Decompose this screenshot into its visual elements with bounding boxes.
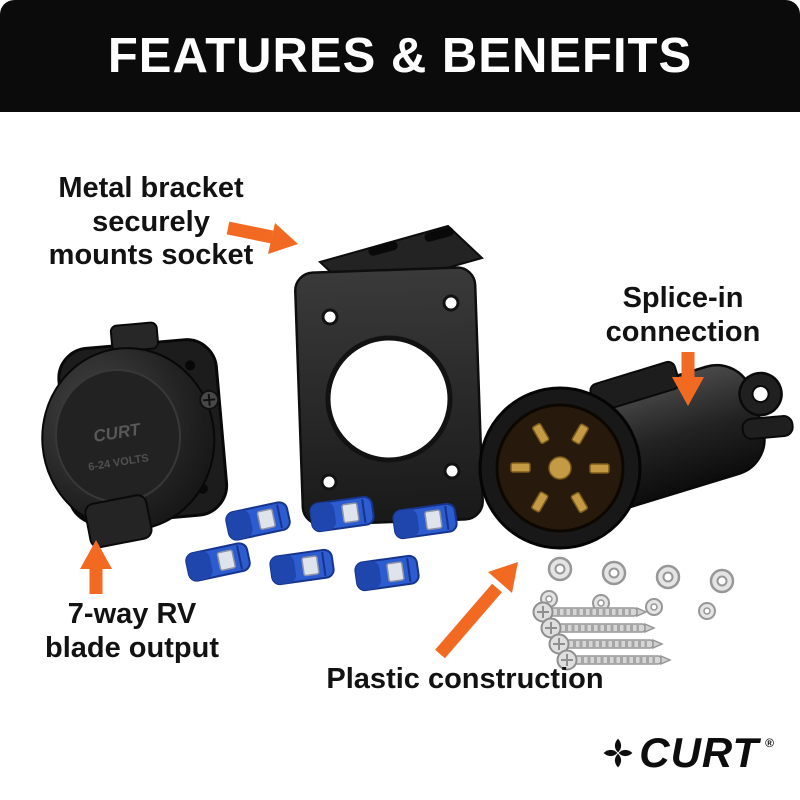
splice-connector bbox=[269, 548, 335, 586]
annotation-blade-output: 7-way RV blade output bbox=[45, 598, 219, 664]
screw bbox=[556, 649, 672, 671]
arrow-to-plug-body-icon bbox=[435, 562, 518, 659]
splice-connector bbox=[225, 501, 291, 541]
brand-name: CURT bbox=[639, 729, 760, 776]
splice-connector bbox=[309, 495, 375, 533]
washers bbox=[540, 556, 735, 620]
arrow-to-socket-icon bbox=[80, 540, 112, 594]
curt-flower-icon bbox=[603, 738, 633, 768]
bracket-large-hole bbox=[325, 335, 453, 463]
annotation-splice-in: Splice-in connection bbox=[605, 282, 761, 348]
seven-way-plug bbox=[478, 360, 794, 550]
arrow-to-plug-splice-icon bbox=[672, 352, 704, 406]
page-title: FEATURES & BENEFITS bbox=[107, 29, 693, 83]
socket-cover-tab bbox=[84, 494, 153, 549]
registered-mark: ® bbox=[765, 736, 774, 750]
brand-logo: CURT ® bbox=[603, 732, 774, 774]
screw bbox=[540, 617, 656, 639]
callout-arrows bbox=[80, 221, 704, 659]
seven-way-socket: CURT 6-24 VOLTS bbox=[41, 321, 229, 549]
arrow-to-bracket-icon bbox=[226, 221, 298, 254]
metal-mounting-bracket bbox=[294, 224, 484, 526]
splice-connector bbox=[185, 542, 251, 582]
screw bbox=[548, 633, 664, 655]
header-banner: FEATURES & BENEFITS bbox=[0, 0, 800, 112]
annotation-plastic-construction: Plastic construction bbox=[326, 663, 604, 695]
splice-connector bbox=[392, 502, 458, 540]
splice-connector bbox=[354, 554, 420, 592]
plug-blade-pins bbox=[510, 423, 610, 513]
screws bbox=[532, 601, 672, 671]
screw bbox=[532, 601, 648, 623]
annotation-metal-bracket: Metal bracket securely mounts socket bbox=[48, 172, 254, 272]
splice-connectors bbox=[185, 495, 458, 592]
mounting-hardware bbox=[532, 556, 735, 671]
